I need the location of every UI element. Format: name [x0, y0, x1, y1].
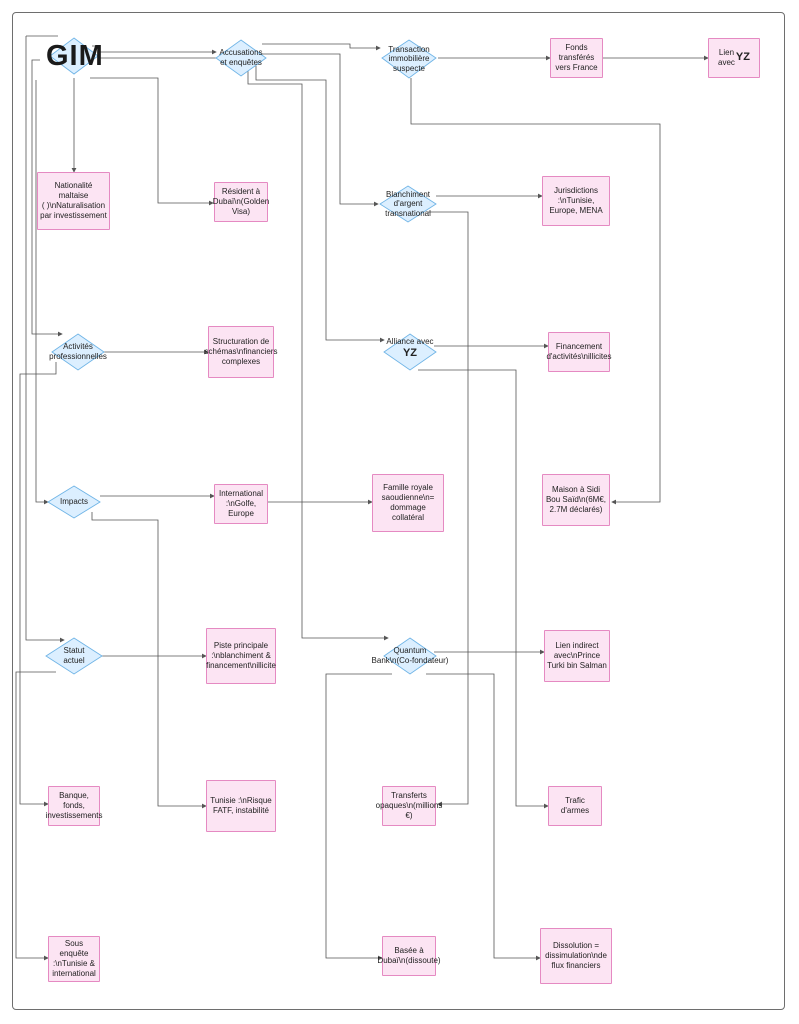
edge-statut-sousenquete [15, 671, 56, 961]
node-maison: Maison à Sidi Bou Saïd\n(6M€, 2.7M décla… [542, 474, 610, 526]
node-lien-yz-label: Lien avec [718, 48, 735, 67]
node-piste: Piste principale :\nblanchiment & financ… [206, 628, 276, 684]
node-lien-indirect: Lien indirect avec\nPrince Turki bin Sal… [544, 630, 610, 682]
node-structuration: Structuration de schémas\nfinanciers com… [205, 326, 277, 378]
edge-acc-blanchiment [262, 53, 379, 207]
edge-quantum-basee [325, 673, 392, 961]
node-banque: Banque, fonds, investissements [46, 786, 102, 826]
node-quantum: Quantum Bank\n(Co-fondateur) [371, 646, 449, 665]
node-lien-yz: Lien avec YZ [708, 38, 760, 78]
node-fonds: Fonds transférés vers France [550, 38, 603, 78]
diamond-blanchiment [379, 185, 437, 223]
edge-transaction-maison [410, 78, 661, 505]
node-jurisdictions: Jurisdictions :\nTunisie, Europe, MENA [542, 176, 610, 226]
node-transferts: Transferts opaques\n(millions €) [376, 786, 442, 826]
edge-gim-statut [25, 36, 65, 643]
node-blanchiment: Blanchiment d'argent transnational [385, 189, 431, 218]
edge-impacts-tunisie [91, 512, 207, 809]
diamond-transaction [381, 39, 437, 79]
diamond-quantum [383, 637, 437, 675]
node-accusations: Accusations et enquêtes [219, 48, 263, 67]
node-dissolution: Dissolution = dissimulation\nde flux fin… [540, 928, 612, 984]
diagram-title: GIM [46, 40, 104, 72]
node-tunisie: Tunisie :\nRisque FATF, instabilité [206, 780, 276, 832]
diamond-activites [51, 333, 105, 371]
edge-acc-transaction [262, 43, 381, 51]
edge-acc-quantum [247, 70, 389, 641]
edge-gim-activites [31, 59, 63, 337]
edge-activites-banque [19, 362, 57, 807]
diagram-frame [12, 12, 785, 1010]
node-activites: Activités professionnelles [49, 342, 107, 361]
edge-gim-impacts [35, 80, 49, 505]
node-financement: Financement d'activités\nillicites [546, 332, 612, 372]
node-alliance-mark: YZ [402, 347, 418, 360]
node-transaction: Transaction immobilière suspecte [388, 44, 430, 73]
diamond-impacts [47, 485, 101, 519]
node-trafic: Trafic d'armes [548, 786, 602, 826]
diamond-gim [49, 37, 99, 75]
diamond-accusations [215, 39, 267, 77]
node-alliance: Alliance avec [386, 337, 434, 347]
node-statut: Statut actuel [63, 646, 85, 665]
diamond-statut [45, 637, 103, 675]
node-resident: Résident à Dubaï\n(Golden Visa) [213, 182, 269, 222]
node-famille: Famille royale saoudienne\n= dommage col… [372, 474, 444, 532]
diamond-alliance [383, 333, 437, 371]
edge-alliance-trafic [418, 369, 549, 809]
edge-gim-resident [90, 77, 214, 206]
edge-acc-alliance [255, 66, 385, 343]
edge-blanchiment-transferts [428, 211, 469, 807]
node-international: International :\nGolfe, Europe [214, 484, 268, 524]
node-nationalite: Nationalité maltaise ( )\nNaturalisation… [37, 172, 110, 230]
edge-quantum-dissolution [426, 673, 541, 961]
node-basee: Basée à Dubaï\n(dissoute) [377, 936, 441, 976]
node-sous-enquete: Sous enquête :\nTunisie & international [48, 936, 100, 982]
node-impacts: Impacts [59, 497, 88, 507]
node-lien-yz-mark: YZ [735, 51, 750, 64]
